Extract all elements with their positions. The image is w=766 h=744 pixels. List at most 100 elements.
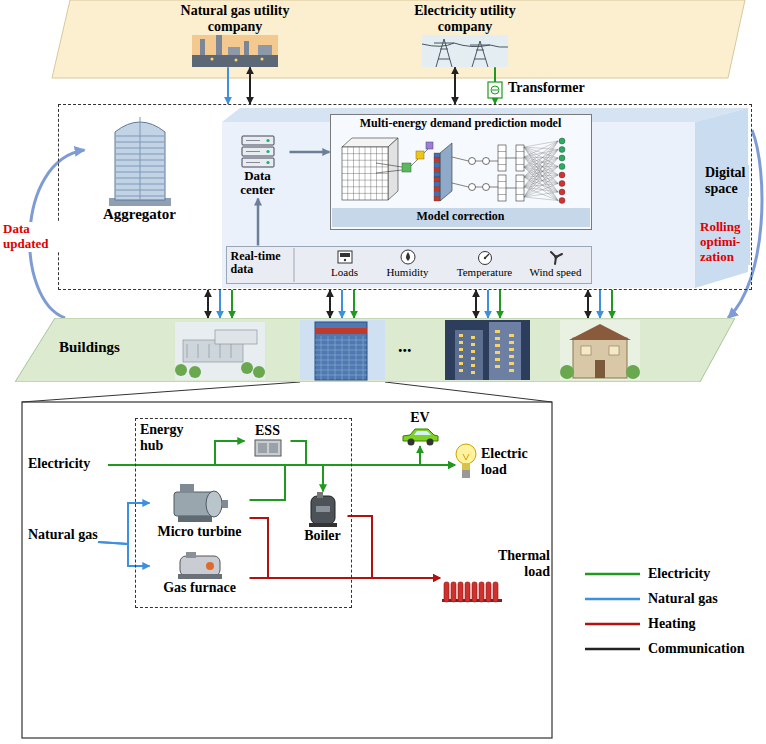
illustration xyxy=(626,365,640,379)
icon xyxy=(486,582,491,602)
illustration xyxy=(548,249,564,265)
icon xyxy=(165,35,305,67)
illustration xyxy=(524,158,558,187)
icon xyxy=(403,429,438,441)
icon xyxy=(178,516,212,522)
illustration xyxy=(509,334,514,337)
node-label: Multi-energy demand prediction model xyxy=(331,117,591,131)
icon xyxy=(107,110,173,206)
illustration xyxy=(559,180,565,186)
illustration xyxy=(495,330,500,333)
illustration xyxy=(293,248,294,282)
icon xyxy=(479,582,484,602)
free-label: ... xyxy=(398,336,412,357)
illustration xyxy=(495,337,500,340)
illustration xyxy=(524,157,558,167)
micro-turbine: Micro turbine xyxy=(150,478,250,540)
icon xyxy=(462,463,470,470)
illustration xyxy=(524,192,558,197)
illustration xyxy=(356,336,357,380)
zoom-line xyxy=(385,382,552,402)
illustration xyxy=(468,157,475,164)
icon xyxy=(170,478,230,524)
illustration xyxy=(471,371,475,374)
illustration xyxy=(559,146,565,152)
legend-line-sample xyxy=(585,623,640,626)
illustration xyxy=(524,147,558,192)
illustration xyxy=(411,159,418,166)
illustration xyxy=(573,338,627,378)
icon xyxy=(246,140,260,141)
icon xyxy=(255,440,281,456)
icon xyxy=(244,41,249,55)
illustration xyxy=(434,167,440,172)
illustration xyxy=(516,157,524,158)
transformer-symbol xyxy=(488,82,502,98)
node-label: Natural gas xyxy=(28,527,98,543)
illustration xyxy=(426,142,433,149)
illustration xyxy=(569,324,631,340)
edge-label: Rolling optimi- zation xyxy=(700,220,750,265)
illustration xyxy=(315,375,367,376)
illustration xyxy=(15,318,735,382)
icon xyxy=(174,550,226,580)
icon xyxy=(434,39,454,67)
illustration xyxy=(215,330,257,344)
icon xyxy=(465,582,470,602)
illustration xyxy=(175,322,265,380)
illustration xyxy=(342,179,388,180)
connector xyxy=(249,67,251,104)
utility-band xyxy=(52,0,745,78)
icon xyxy=(444,582,449,602)
illustration xyxy=(376,170,402,173)
illustration xyxy=(400,249,416,265)
illustration xyxy=(559,172,565,178)
node-label: Data center xyxy=(226,169,290,199)
illustration xyxy=(406,252,410,261)
illustration xyxy=(209,344,210,358)
illustration xyxy=(524,183,558,197)
connector xyxy=(475,290,477,318)
icon xyxy=(192,55,278,67)
icon xyxy=(462,470,470,478)
connector xyxy=(353,290,355,318)
illustration xyxy=(524,167,558,192)
icon xyxy=(180,484,194,493)
illustration xyxy=(471,364,475,367)
icon xyxy=(455,440,477,484)
illustration xyxy=(231,344,232,358)
node-label: Boiler xyxy=(298,528,348,544)
node-label: Thermal load xyxy=(490,548,550,580)
icon xyxy=(150,478,250,524)
model-correction-bar: Model correction xyxy=(332,208,590,227)
icon xyxy=(226,135,290,169)
electric-load: Electric load xyxy=(455,440,550,484)
illustration xyxy=(434,153,440,158)
illustration xyxy=(340,253,350,257)
illustration xyxy=(498,151,506,152)
icon xyxy=(186,552,196,558)
illustration xyxy=(524,158,558,177)
illustration xyxy=(315,360,367,361)
illustration xyxy=(459,362,463,365)
icon xyxy=(309,523,337,527)
illustration xyxy=(609,346,619,355)
illustration xyxy=(524,157,558,201)
connector xyxy=(98,542,150,566)
illustration xyxy=(315,340,367,341)
icon xyxy=(316,506,330,512)
illustration xyxy=(315,355,367,356)
transformer-symbol xyxy=(492,90,498,91)
illustration xyxy=(551,252,562,264)
illustration xyxy=(489,322,521,380)
free-label: Transformer xyxy=(508,80,585,96)
illustration xyxy=(559,138,565,144)
icon xyxy=(242,147,274,156)
illustration xyxy=(498,187,506,188)
illustration xyxy=(506,157,516,158)
buildings-band: Buildings xyxy=(15,318,735,382)
illustration xyxy=(342,173,388,174)
illustration xyxy=(524,158,558,197)
energy-hub-frame: Energy hubESSMicro turbineGas furnaceBoi… xyxy=(135,418,352,608)
icon xyxy=(246,151,260,152)
